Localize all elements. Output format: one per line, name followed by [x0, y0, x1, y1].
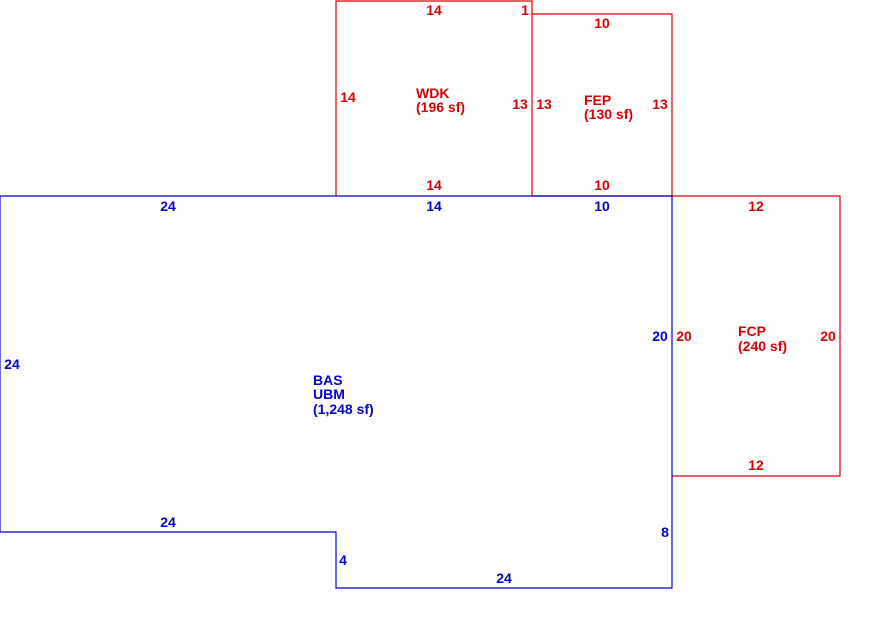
wdk-size: (196 sf) — [416, 99, 465, 115]
fcp-size: (240 sf) — [738, 338, 787, 354]
wdk-outline — [335, 0, 533, 196]
fcp-outline — [672, 195, 841, 477]
fep-left-dim: 13 — [536, 96, 552, 112]
fep-top-dim: 10 — [594, 15, 610, 31]
fep-bottom-dim: 10 — [594, 177, 610, 193]
bas-step-dim: 4 — [339, 552, 347, 568]
wdk-section — [335, 0, 533, 196]
bas-inner-bottom-dim: 24 — [160, 514, 176, 530]
fcp-top-dim: 12 — [748, 198, 764, 214]
fep-right-dim: 13 — [652, 96, 668, 112]
bas-top-right-dim: 10 — [594, 198, 610, 214]
wdk-bottom-dim: 14 — [426, 177, 442, 193]
bas-top-mid-dim: 14 — [426, 198, 442, 214]
bas-code: BAS — [313, 372, 343, 388]
wdk-jog-dim: 1 — [521, 2, 529, 18]
bas-top-left-dim: 24 — [160, 198, 176, 214]
fep-code: FEP — [584, 92, 611, 108]
wdk-right-dim: 13 — [512, 96, 528, 112]
wdk-left-dim: 14 — [340, 89, 356, 105]
wdk-code: WDK — [416, 85, 449, 101]
fcp-bottom-dim: 12 — [748, 457, 764, 473]
bas-left-dim: 24 — [4, 356, 20, 372]
bas-bottom-dim: 24 — [496, 570, 512, 586]
bas-lower-right-dim: 8 — [661, 524, 669, 540]
bas-section — [0, 195, 673, 589]
fcp-section — [672, 195, 841, 477]
fep-size: (130 sf) — [584, 106, 633, 122]
fcp-right-dim: 20 — [820, 328, 836, 344]
bas-code2: UBM — [313, 386, 345, 402]
bas-right-dim: 20 — [652, 328, 668, 344]
bas-size: (1,248 sf) — [313, 401, 374, 417]
fcp-code: FCP — [738, 323, 766, 339]
wdk-top-dim: 14 — [426, 2, 442, 18]
bas-outline — [0, 195, 673, 589]
fcp-left-dim: 20 — [676, 328, 692, 344]
